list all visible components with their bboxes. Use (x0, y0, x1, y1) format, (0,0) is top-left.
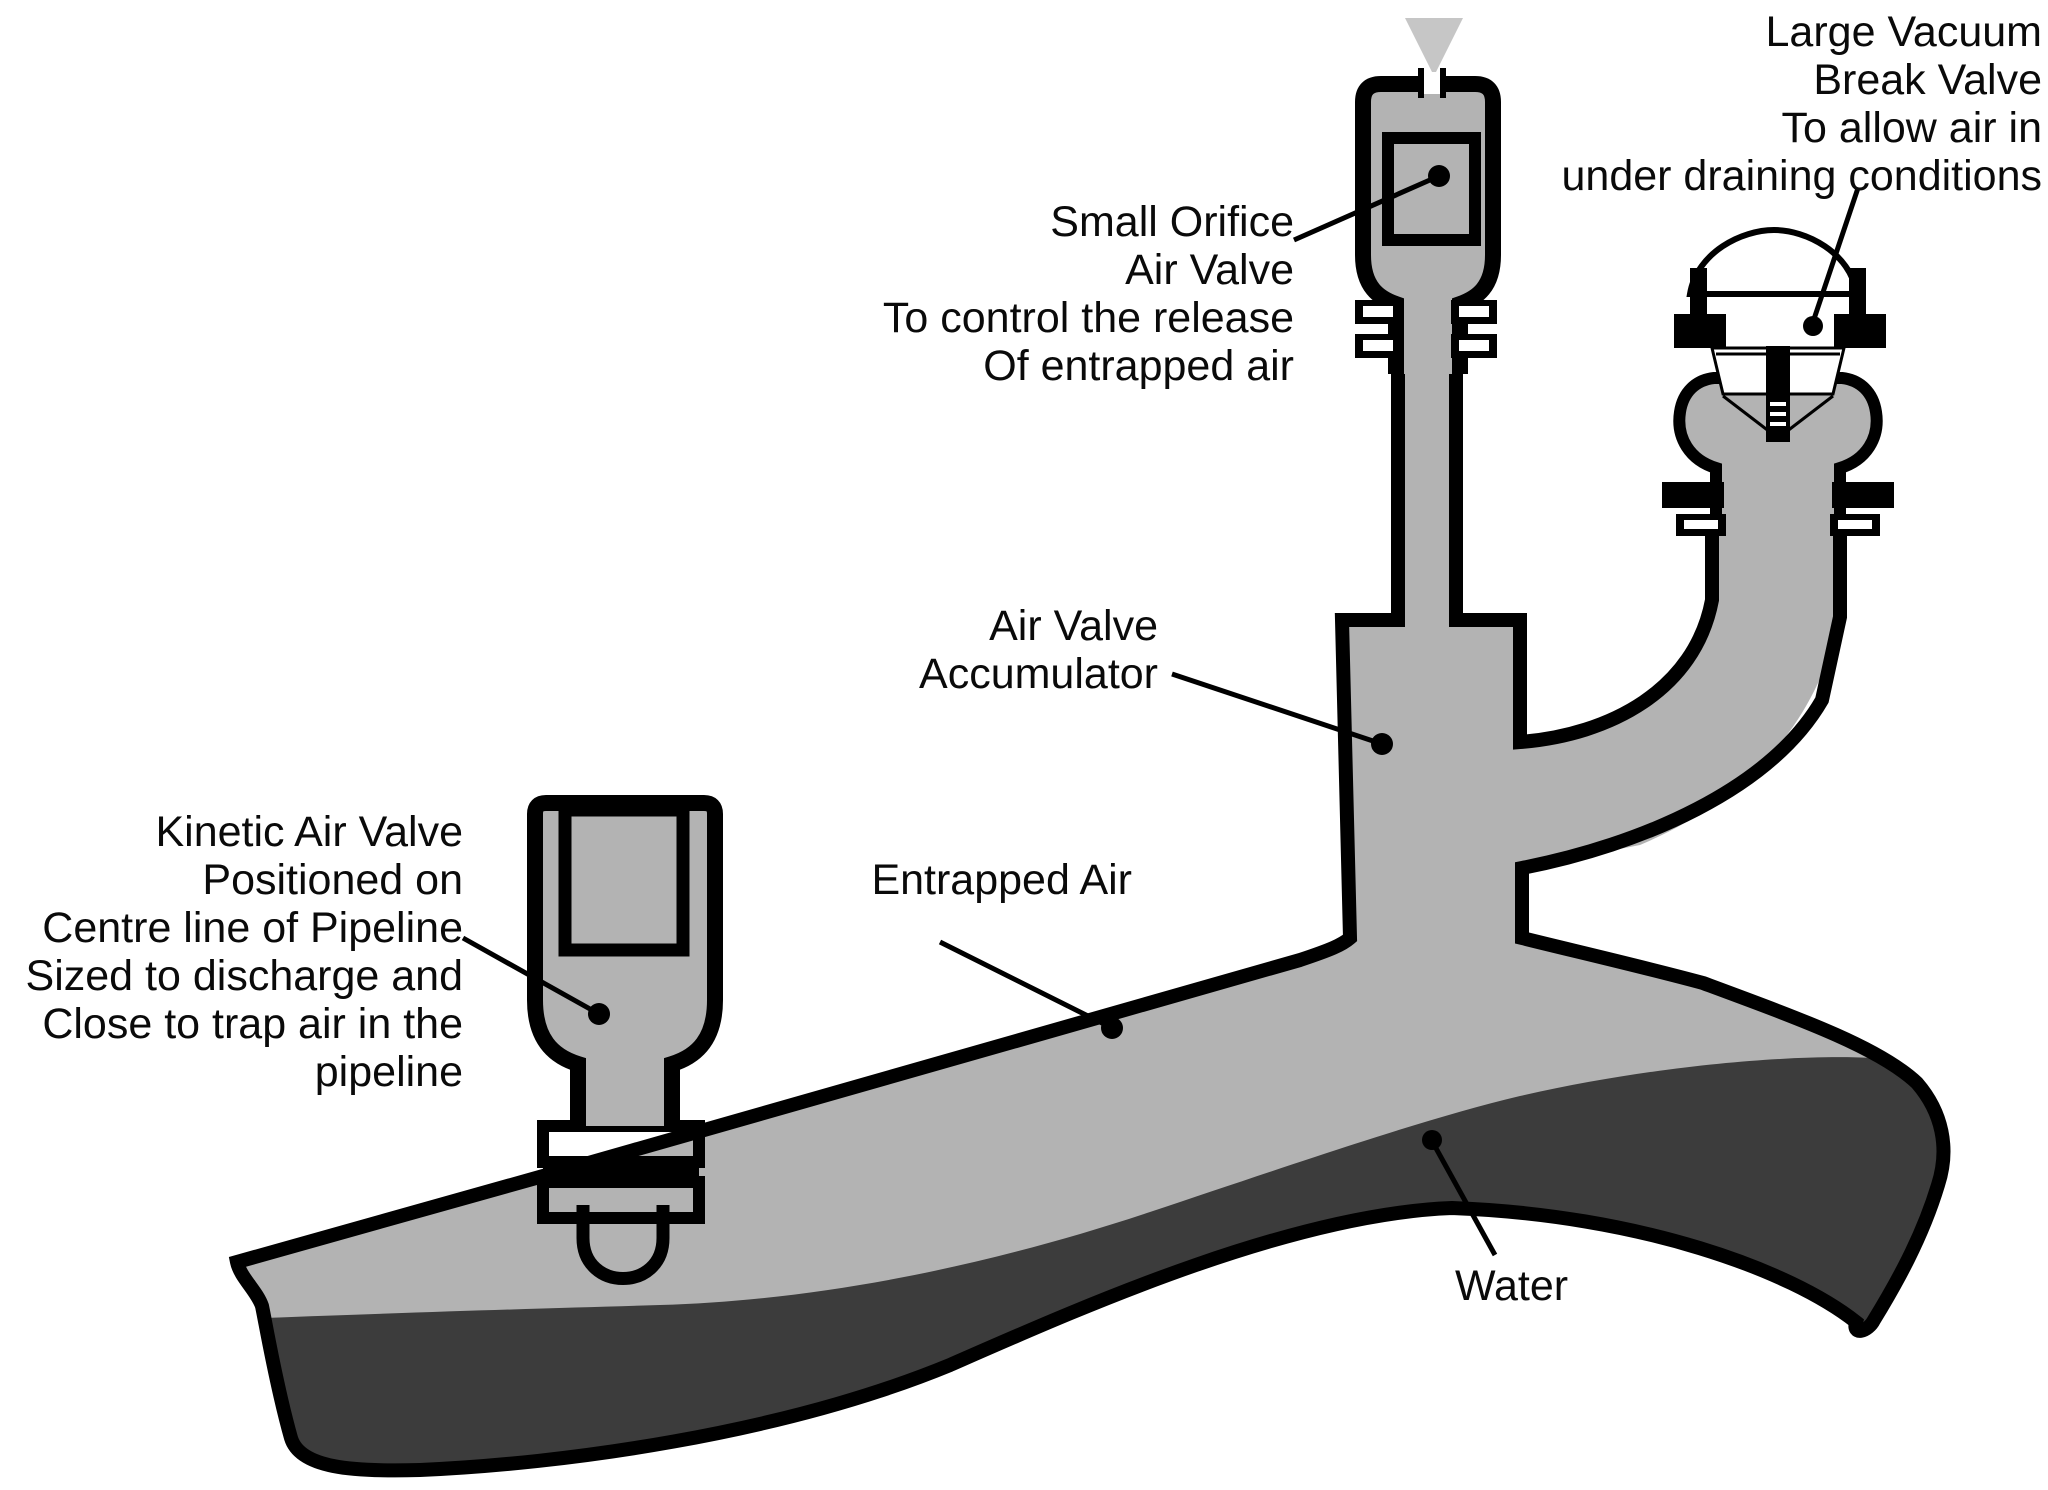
accumulator-branch-outline (1449, 300, 1719, 750)
stem-spring-tick (1770, 402, 1786, 406)
label-water: Water (1455, 1262, 1568, 1310)
label-line: Break Valve (1813, 56, 2042, 104)
vacuum-leader-line (1810, 187, 1861, 323)
label-small-orifice-air-valve: Small Orifice Air Valve To control the r… (883, 198, 1294, 390)
seat-v-right (1785, 394, 1834, 434)
flange-slot (1363, 306, 1393, 317)
orifice-float (1382, 132, 1481, 246)
air-discharge-icon (1405, 18, 1463, 76)
water-leader-line (1429, 1139, 1498, 1257)
label-line: Accumulator (919, 650, 1158, 698)
kinetic-body-outline (527, 795, 723, 1126)
flange-slot (1838, 520, 1872, 529)
vacuum-upper-flange-left (1674, 314, 1726, 348)
label-line: Sized to discharge and (25, 952, 463, 1000)
label-line: Of entrapped air (983, 342, 1294, 390)
label-line: Large Vacuum (1765, 8, 2042, 56)
label-line: Entrapped Air (871, 856, 1132, 904)
label-line: Water (1455, 1262, 1569, 1310)
label-line: Close to trap air in the (42, 1000, 463, 1048)
kinetic-body-fill (535, 803, 715, 1126)
entrapped-air-leader-dot (1101, 1017, 1123, 1039)
kinetic-flange-lower-plate (537, 1176, 705, 1224)
flange-bar (1832, 482, 1894, 508)
label-line: To control the release (882, 294, 1294, 342)
label-line: Air Valve (1125, 246, 1294, 294)
label-line: Positioned on (202, 856, 463, 904)
kinetic-air-valve (527, 795, 723, 1285)
flange-slot (1684, 520, 1718, 529)
leaders (461, 165, 1861, 1257)
orifice-flange (1355, 300, 1497, 358)
large-vacuum-break-valve (1662, 226, 1894, 536)
dome-post-left (1690, 268, 1707, 322)
kinetic-float (558, 803, 690, 957)
kinetic-drop-tube (576, 1205, 670, 1285)
flange-slot (1459, 306, 1489, 317)
label-air-valve-accumulator: Air Valve Accumulator (919, 602, 1158, 698)
kinetic-leader-dot (588, 1003, 610, 1025)
small-orifice-air-valve (1355, 18, 1501, 374)
label-line: To allow air in (1781, 104, 2043, 152)
label-line: pipeline (314, 1048, 463, 1096)
vacuum-body-fill (1679, 378, 1877, 536)
label-kinetic-air-valve: Kinetic Air Valve Positioned on Centre l… (26, 808, 463, 1096)
orifice-tick-right (1440, 68, 1446, 98)
orifice-tick-left (1418, 68, 1424, 98)
small-orifice-leader-dot (1428, 165, 1450, 187)
water-region (263, 1057, 1944, 1471)
orifice-gap (1420, 72, 1444, 94)
stem-spring-tick (1770, 412, 1786, 416)
stem-spring-tick (1770, 422, 1786, 426)
label-line: Kinetic Air Valve (155, 808, 463, 856)
seat-v-left (1722, 394, 1771, 434)
accumulator-leader-dot (1371, 733, 1393, 755)
kinetic-leader-line (461, 935, 601, 1017)
vacuum-lower-flange (1662, 482, 1894, 536)
label-entrapped-air: Entrapped Air (871, 856, 1132, 904)
label-line: under draining conditions (1561, 152, 2043, 200)
entrapped-air-leader-line (938, 939, 1114, 1031)
pipeline-outline (228, 300, 1951, 1478)
accumulator-leader-line (1171, 671, 1383, 747)
flange-bar (1662, 482, 1724, 508)
vacuum-leader-dot (1803, 316, 1823, 336)
water-leader-dot (1422, 1130, 1442, 1150)
label-line: Small Orifice (1050, 198, 1294, 246)
flange-slot (1363, 340, 1393, 351)
vacuum-dome (1686, 226, 1861, 297)
vacuum-upper-flange-right (1834, 314, 1886, 348)
label-large-vacuum-break-valve: Large Vacuum Break Valve To allow air in… (1562, 8, 2043, 200)
label-line: Centre line of Pipeline (42, 904, 463, 952)
dome-post-right (1849, 268, 1866, 322)
small-orifice-leader-line (1292, 173, 1441, 243)
label-line: Air Valve (989, 602, 1158, 650)
flange-slot (1459, 340, 1489, 351)
vacuum-stem (1766, 346, 1790, 442)
